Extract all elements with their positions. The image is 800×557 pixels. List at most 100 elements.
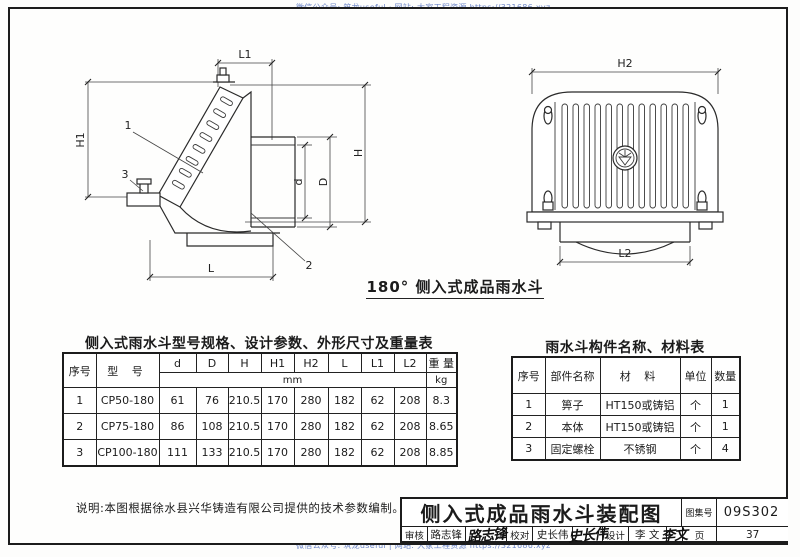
cell: CP100-180 — [95, 439, 160, 467]
atlas-number: 09S302 — [723, 505, 780, 520]
cell: 4 — [710, 437, 741, 461]
sheet-title: 侧入式成品雨水斗装配图 — [402, 499, 682, 526]
front-dimension-lines — [532, 71, 718, 263]
front-base-plate — [526, 211, 724, 223]
cell: 208 — [393, 387, 427, 414]
cell: 3 — [62, 439, 97, 467]
cell: 固定螺栓 — [544, 437, 601, 461]
side-dim-ticks — [84, 59, 369, 281]
cell: 8.85 — [425, 439, 458, 467]
table-row: 2 本体 HT150或铸铝 个 1 — [511, 415, 741, 438]
dim-label-h: H — [352, 149, 365, 157]
table-row: 3 固定螺栓 不锈钢 个 4 — [511, 437, 741, 461]
col-header: L2 — [393, 352, 427, 373]
table-row: 1 箅子 HT150或铸铝 个 1 — [511, 393, 741, 416]
proofreader-signature: 史长伟 — [567, 525, 608, 546]
spec-unit-row: mm kg — [63, 372, 458, 388]
cell: 61 — [158, 387, 197, 414]
col-header: 序号 — [511, 356, 546, 394]
title-block: 侧入式成品雨水斗装配图 图集号 09S302 审核 路志锋 路志锋 校对 史长伟… — [400, 497, 788, 546]
col-header: 材 料 — [599, 356, 681, 394]
page-label: 页 — [683, 527, 718, 542]
designer-signature: 李文 — [660, 526, 688, 545]
front-corner-bolts — [542, 105, 708, 211]
proofreader-name: 史长伟 — [533, 527, 573, 542]
front-view-drawing: H2 L2 — [526, 57, 724, 266]
cell: 280 — [293, 439, 329, 467]
material-table: 序号 部件名称 材 料 单位 数量 1 箅子 HT150或铸铝 个 1 2 本体… — [511, 356, 741, 461]
dim-label-l1: L1 — [238, 48, 251, 61]
col-header: H — [227, 352, 262, 373]
cell: 170 — [260, 413, 295, 440]
table-row: 1 CP50-180 61 76 210.5 170 280 182 62 20… — [62, 387, 458, 414]
cell: 108 — [195, 413, 229, 440]
cell: 不锈钢 — [599, 437, 681, 461]
dim-label-h2: H2 — [617, 57, 632, 70]
cell: CP50-180 — [95, 387, 160, 414]
cell: 76 — [195, 387, 229, 414]
side-view-caption: 180° 侧入式成品雨水斗 — [352, 276, 558, 299]
cell: 111 — [158, 439, 197, 467]
cell: 170 — [260, 387, 295, 414]
col-header: 单位 — [679, 356, 712, 394]
atlas-number-label: 图集号 — [682, 499, 717, 526]
part-label-2: 2 — [306, 259, 313, 272]
cell: 170 — [260, 439, 295, 467]
cell: HT150或铸铝 — [599, 393, 681, 416]
col-header: 序号 — [62, 352, 97, 388]
part-label-1: 1 — [125, 119, 132, 132]
watermark-bottom: 微信公众号: 筑龙useful | 网站: 大家工程资源 https://321… — [296, 541, 551, 550]
side-view-drawing: L1 H1 H d D L 1 3 2 — [74, 48, 371, 281]
cell: 1 — [710, 393, 741, 416]
page-number: 37 — [746, 528, 760, 541]
unit-mm: mm — [158, 372, 427, 388]
col-header: H1 — [260, 352, 295, 373]
col-header: 数量 — [710, 356, 741, 394]
cell: 2 — [511, 415, 546, 438]
cell: 182 — [327, 413, 362, 440]
cell: 8.65 — [425, 413, 458, 440]
front-outlet — [559, 222, 691, 255]
cell: 62 — [360, 387, 395, 414]
front-dim-ticks — [528, 68, 722, 266]
cell: 个 — [679, 393, 712, 416]
design-label: 设计 — [603, 527, 629, 542]
cell: 208 — [393, 439, 427, 467]
dim-label-h1: H1 — [74, 132, 87, 147]
material-header-row: 序号 部件名称 材 料 单位 数量 — [511, 356, 741, 394]
proofread-label: 校对 — [507, 527, 534, 542]
cell: 280 — [293, 413, 329, 440]
cell: 箅子 — [544, 393, 601, 416]
review-label: 审核 — [402, 527, 428, 542]
cell: 210.5 — [227, 387, 262, 414]
cell: 62 — [360, 439, 395, 467]
cell: 208 — [393, 413, 427, 440]
reviewer-signature: 路志锋 — [465, 525, 508, 546]
col-header: L1 — [360, 352, 395, 373]
cell: 182 — [327, 439, 362, 467]
cell: HT150或铸铝 — [599, 415, 681, 438]
side-dimension-lines — [87, 62, 366, 278]
spec-header-row: 序号 型 号 d D H H1 H2 L L1 L2 重 量 — [62, 352, 458, 388]
designer-name: 李 文 — [629, 527, 667, 542]
cell: 个 — [679, 437, 712, 461]
dim-label-dd: D — [317, 178, 330, 186]
table-row: 2 CP75-180 86 108 210.5 170 280 182 62 2… — [62, 413, 458, 440]
cell: 3 — [511, 437, 546, 461]
col-header: 部件名称 — [544, 356, 601, 394]
col-header: d — [158, 352, 197, 373]
cell: 1 — [511, 393, 546, 416]
table-row: 3 CP100-180 111 133 210.5 170 280 182 62… — [62, 439, 458, 467]
note-text: 说明:本图根据徐水县兴华铸造有限公司提供的技术参数编制。 — [76, 501, 405, 515]
cell: 2 — [62, 413, 97, 440]
reviewer-name: 路志锋 — [428, 527, 466, 542]
dim-label-d: d — [292, 179, 305, 186]
cell: 本体 — [544, 415, 601, 438]
part-label-3: 3 — [122, 168, 129, 181]
cell: 280 — [293, 387, 329, 414]
col-header: H2 — [293, 352, 329, 373]
cell: 1 — [710, 415, 741, 438]
spec-table-title: 侧入式雨水斗型号规格、设计参数、外形尺寸及重量表 — [85, 336, 433, 352]
cell: 133 — [195, 439, 229, 467]
cell: 1 — [62, 387, 97, 414]
